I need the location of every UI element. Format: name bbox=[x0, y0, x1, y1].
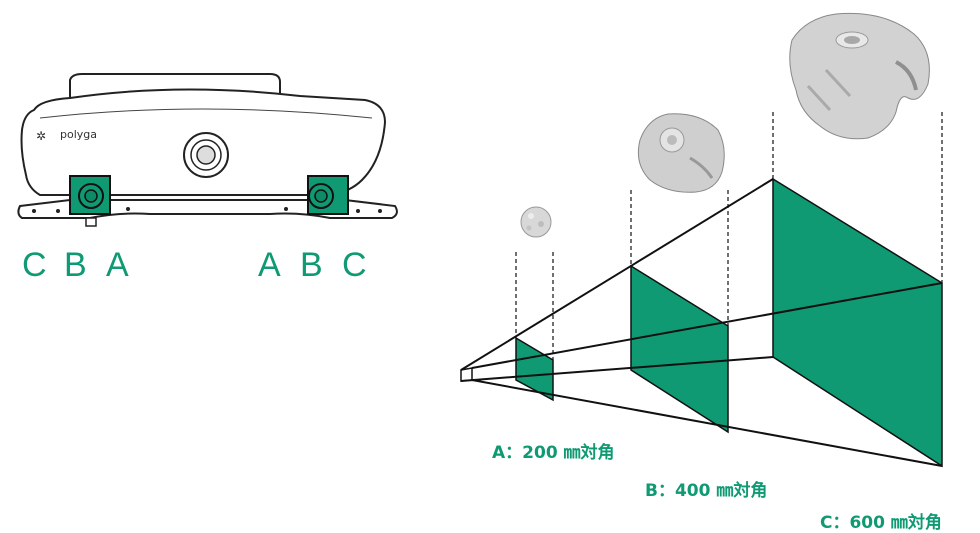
left-camera bbox=[69, 175, 111, 215]
guide-lines bbox=[515, 112, 943, 360]
left-position-c: C bbox=[22, 246, 47, 284]
panel-c bbox=[772, 177, 943, 468]
object-engine-housing bbox=[789, 12, 930, 140]
mounting-bar bbox=[17, 199, 398, 219]
left-position-a: A bbox=[106, 246, 129, 284]
frustum-edge-top bbox=[460, 178, 774, 371]
right-position-b: B bbox=[300, 246, 323, 284]
frustum-edge-left bbox=[460, 356, 774, 382]
panel-a bbox=[515, 336, 554, 402]
logo-star-icon: ✲ bbox=[36, 129, 46, 143]
panel-b bbox=[630, 264, 729, 434]
object-engine-cover bbox=[637, 113, 725, 193]
right-camera bbox=[307, 175, 349, 215]
frustum-edge-bottom bbox=[471, 379, 943, 467]
frustum-edge-right bbox=[471, 282, 943, 369]
right-position-c: C bbox=[342, 246, 367, 284]
label-c-600mm: C：600 ㎜対角 bbox=[820, 513, 942, 533]
brand-logo-text: polyga bbox=[60, 128, 98, 141]
field-of-view-diagram bbox=[460, 177, 943, 468]
object-small-sphere bbox=[520, 206, 552, 238]
label-a-200mm: A：200 ㎜対角 bbox=[492, 443, 615, 463]
label-b-400mm: B：400 ㎜対角 bbox=[645, 481, 768, 501]
left-position-b: B bbox=[64, 246, 87, 284]
right-position-a: A bbox=[258, 246, 281, 284]
